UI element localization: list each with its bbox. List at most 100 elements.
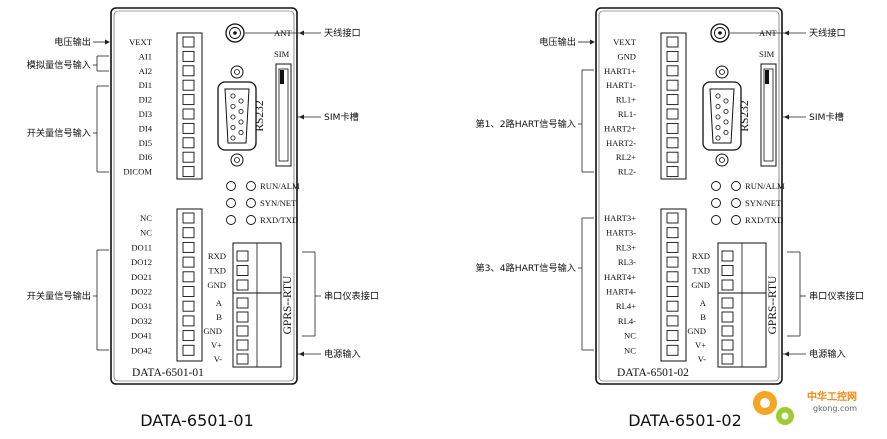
terminal-screw [182, 330, 195, 342]
module-label: GPRS--RTU [767, 275, 779, 334]
terminal-label: RL1- [618, 109, 636, 119]
terminal-screw [182, 151, 195, 163]
terminal-screw [182, 65, 195, 77]
terminal-label: DI6 [139, 152, 153, 162]
terminal-label: DI2 [139, 95, 152, 105]
terminal-screw [182, 94, 195, 106]
led-label: RXD/TXD [260, 215, 298, 225]
terminal-screw [666, 271, 679, 283]
terminal-screw [666, 344, 679, 356]
terminal-screw [666, 137, 679, 149]
device-1: VEXTAI1AI2DI1DI2DI3DI4DI5DI6DICOMNCNCDO1… [27, 7, 379, 430]
terminal-screw [666, 256, 679, 268]
left-callout-label: 第1、2路HART信号输入 [475, 118, 576, 130]
serial-terminal-label: TXD [692, 266, 710, 276]
terminal-label: GND [617, 51, 636, 61]
terminal-label: NC [140, 228, 152, 238]
left-callout-label: 第3、4路HART信号输入 [475, 262, 576, 274]
arrow-head [590, 39, 595, 45]
arrow-head [299, 114, 304, 120]
terminal-screw [182, 122, 195, 134]
left-callout-label: 模拟量信号输入 [27, 59, 91, 71]
terminal-screw [182, 50, 195, 62]
terminal-screw [666, 241, 679, 253]
terminal-label: DO31 [131, 301, 152, 311]
right-callout-label: 天线接口 [324, 27, 361, 39]
left-callout-label: 开关量信号输入 [27, 127, 91, 139]
module-label: GPRS--RTU [282, 275, 294, 334]
terminal-label: DO21 [131, 272, 152, 282]
terminal-screw [182, 137, 195, 149]
led-icon [246, 181, 256, 191]
rs232-pin [230, 93, 236, 99]
model-label: DATA-6501-02 [617, 367, 689, 379]
rs232-pin [230, 104, 236, 110]
arrow-head [784, 351, 789, 357]
rs232-pin [715, 104, 721, 110]
terminal-label: RL1+ [616, 95, 636, 105]
led-icon [731, 198, 741, 208]
terminal-screw [666, 36, 679, 48]
led-label: RXD/TXD [745, 215, 783, 225]
power-terminal-label: A [700, 298, 707, 308]
model-label: DATA-6501-01 [132, 367, 204, 379]
led-icon [226, 215, 236, 225]
screw-icon-inner [234, 157, 240, 163]
arrow-head [299, 30, 304, 36]
led-icon [711, 215, 721, 225]
terminal-screw [182, 212, 195, 224]
terminal-screw [666, 151, 679, 163]
terminal-screw [721, 339, 734, 351]
terminal-label: DO12 [131, 257, 152, 267]
terminal-screw [721, 325, 734, 337]
power-terminal-label: B [700, 312, 706, 322]
led-icon [711, 181, 721, 191]
power-terminal-label: B [216, 312, 222, 322]
terminal-screw [182, 79, 195, 91]
rs232-socket [224, 88, 250, 144]
terminal-screw [666, 50, 679, 62]
left-callout-label: 电压输出 [54, 36, 91, 48]
rs232-pin [715, 93, 721, 99]
serial-terminal-label: GND [207, 280, 226, 290]
serial-terminal-label: RXD [692, 251, 710, 261]
led-icon [731, 215, 741, 225]
terminal-screw [182, 256, 195, 268]
terminal-screw [182, 241, 195, 253]
led-icon [226, 198, 236, 208]
terminal-label: DICOM [123, 167, 152, 177]
power-terminal-label: V- [214, 354, 222, 364]
terminal-screw [666, 94, 679, 106]
rs232-pin [238, 109, 244, 115]
right-callout-label: SIM卡槽 [324, 111, 359, 123]
terminal-screw [666, 166, 679, 178]
antenna-icon-pin [233, 31, 237, 35]
arrow-head [105, 39, 110, 45]
terminal-screw [721, 250, 734, 262]
terminal-label: DO41 [131, 331, 152, 341]
terminal-screw [182, 271, 195, 283]
terminal-label: DI4 [139, 123, 153, 133]
device-body-inner [113, 10, 295, 382]
terminal-screw [666, 227, 679, 239]
terminal-screw [721, 311, 734, 323]
terminal-label: HART3- [606, 228, 636, 238]
device-caption: DATA-6501-02 [628, 411, 742, 430]
right-callout-label: 天线接口 [809, 27, 846, 39]
led-icon [226, 181, 236, 191]
led-icon [246, 215, 256, 225]
terminal-screw [666, 315, 679, 327]
right-callout-label: 电源输入 [324, 348, 361, 360]
right-callout-label: 串口仪表接口 [809, 290, 864, 302]
terminal-label: AI1 [139, 51, 152, 61]
sim-card-mark [765, 70, 769, 84]
sim-label: SIM [274, 49, 290, 59]
rs232-label: RS232 [254, 100, 266, 132]
power-terminal-label: V- [698, 354, 706, 364]
watermark-url: gkong.com [813, 404, 857, 413]
terminal-screw [236, 265, 249, 276]
terminal-screw [666, 212, 679, 224]
left-callout-label: 开关量信号输出 [27, 290, 91, 302]
terminal-label: RL4+ [616, 301, 636, 311]
